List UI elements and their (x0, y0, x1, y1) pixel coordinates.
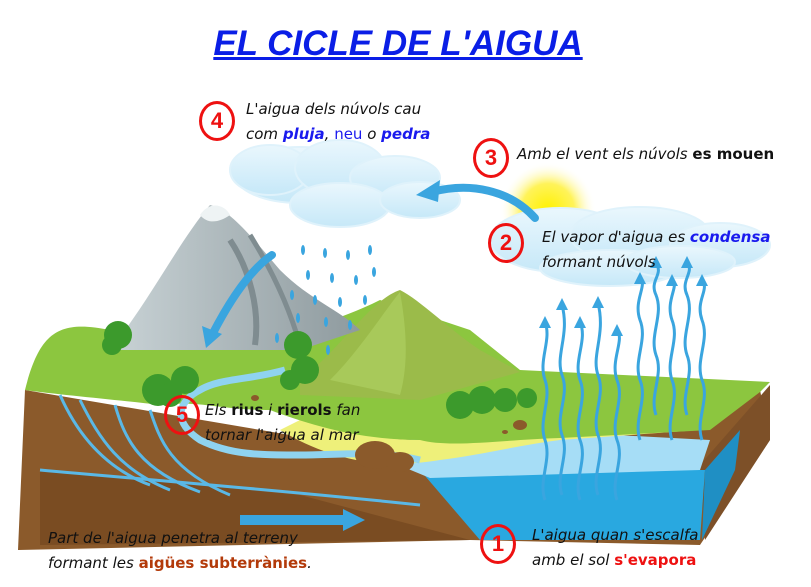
evaporation-arrows (541, 262, 706, 501)
step-4-label: L'aigua dels núvols cau com pluja, neu o… (246, 97, 430, 147)
keyword-pluja: pluja (282, 125, 325, 143)
wind-arrow-head (416, 180, 440, 202)
runoff-arrow-icon (208, 251, 276, 339)
step-5-label: Els rius i rierols fan tornar l'aigua al… (205, 398, 360, 448)
groundwater-label: Part de l'aigua penetra al terreny forma… (48, 526, 312, 576)
step-3-label: Amb el vent els núvols es mouen (517, 145, 775, 163)
keyword-condensa: condensa (689, 228, 771, 246)
cloud-icon (229, 139, 461, 228)
cloud-icon (489, 206, 771, 287)
step-2-line1: El vapor d'aigua es condensa (542, 228, 771, 246)
mountain (110, 205, 360, 350)
groundwater-arrow-icon (240, 515, 345, 525)
step-4-badge: 4 (199, 101, 235, 141)
step-4-line1: L'aigua dels núvols cau (246, 100, 422, 118)
wind-arrow-icon (428, 183, 539, 222)
step-1-line2: amb el sol s'evapora (532, 551, 697, 569)
step-2-badge: 2 (488, 223, 524, 263)
keyword-aigues-subterranies: aigües subterrànies (138, 554, 308, 572)
step-4-line2: com pluja, neu o pedra (246, 125, 431, 143)
groundwater-streams (39, 394, 421, 507)
rain-icon (275, 245, 376, 355)
step-1-badge: 1 (480, 524, 516, 564)
step-2-label: El vapor d'aigua es condensa formant núv… (542, 225, 770, 275)
sea (420, 470, 705, 540)
step-5-line1: Els rius i rierols fan (205, 401, 361, 419)
keyword-rierols: rierols (277, 401, 332, 419)
keyword-rius: rius (231, 401, 264, 419)
step-2-line2: formant núvols (542, 253, 656, 271)
keyword-s-evapora: s'evapora (614, 551, 697, 569)
keyword-es-mouen: es mouen (692, 145, 775, 163)
tree-icon (102, 321, 537, 419)
page-title: EL CICLE DE L'AIGUA (213, 24, 583, 63)
rocks (251, 395, 527, 472)
step-1-label: L'aigua quan s'escalfa amb el sol s'evap… (532, 523, 698, 573)
step-5-line2: tornar l'aigua al mar (205, 426, 359, 444)
step-5-badge: 5 (164, 395, 200, 435)
keyword-pedra: pedra (381, 125, 431, 143)
keyword-neu: neu (334, 125, 363, 143)
step-1-line1: L'aigua quan s'escalfa (532, 526, 699, 544)
groundwater-line2: formant les aigües subterrànies. (48, 554, 312, 572)
groundwater-line1: Part de l'aigua penetra al terreny (48, 529, 298, 547)
step-3-badge: 3 (473, 138, 509, 178)
river (177, 366, 421, 464)
